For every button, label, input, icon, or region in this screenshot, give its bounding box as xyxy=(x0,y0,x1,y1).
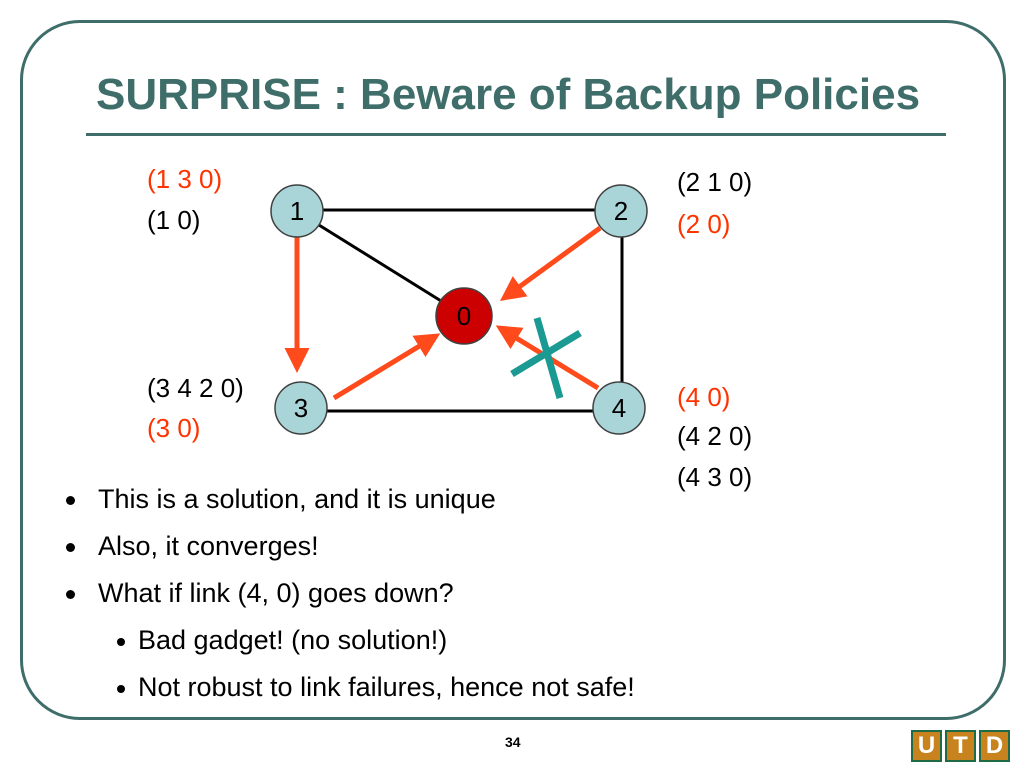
node-2: 2 xyxy=(594,184,648,238)
node1-backup-path: (1 0) xyxy=(147,205,201,235)
node4-other-path-1: (4 2 0) xyxy=(677,421,753,451)
slide-frame xyxy=(20,20,1006,720)
page-number: 34 xyxy=(505,734,521,750)
logo-letter-d: D xyxy=(979,730,1010,762)
bullet-dot-icon xyxy=(66,543,75,552)
node-3-label: 3 xyxy=(294,393,308,423)
bullet-item: Also, it converges! xyxy=(60,531,635,561)
bullet-dot-icon xyxy=(66,496,75,505)
bullet-dot-icon xyxy=(66,590,75,599)
node-1-label: 1 xyxy=(290,196,304,226)
bullet-item: What if link (4, 0) goes down? xyxy=(60,578,635,608)
node-4: 4 xyxy=(592,381,646,435)
logo-letter-u: U xyxy=(911,730,942,762)
node-0-label: 0 xyxy=(457,301,471,331)
sub-bullet-item: Bad gadget! (no solution!) xyxy=(60,625,635,655)
node-4-label: 4 xyxy=(612,393,626,423)
bullet-item: This is a solution, and it is unique xyxy=(60,484,635,514)
bullet-text: Also, it converges! xyxy=(98,531,319,561)
node-0-destination: 0 xyxy=(435,287,493,345)
bullet-text: This is a solution, and it is unique xyxy=(98,484,496,514)
node4-preferred-path: (4 0) xyxy=(677,382,731,412)
node1-preferred-path: (1 3 0) xyxy=(147,164,223,194)
node2-other-path: (2 1 0) xyxy=(677,167,753,197)
title-underline xyxy=(86,133,946,136)
sub-bullet-text: Not robust to link failures, hence not s… xyxy=(138,672,635,702)
node-2-label: 2 xyxy=(614,196,628,226)
bullet-text: What if link (4, 0) goes down? xyxy=(98,578,454,608)
node3-preferred-path: (3 0) xyxy=(147,413,201,443)
node3-other-path: (3 4 2 0) xyxy=(147,373,244,403)
link-1-0 xyxy=(297,210,463,316)
slide-title: SURPRISE : Beware of Backup Policies xyxy=(96,70,921,119)
link-failure-cross-icon xyxy=(510,317,582,399)
arrow-2-to-0 xyxy=(499,225,602,301)
utd-logo: U T D xyxy=(911,730,1010,762)
logo-letter-t: T xyxy=(945,730,976,762)
node-1: 1 xyxy=(270,184,324,238)
bullet-dot-icon xyxy=(117,685,125,693)
bullet-dot-icon xyxy=(117,638,125,646)
bullet-list: This is a solution, and it is unique Als… xyxy=(60,484,635,719)
sub-bullet-text: Bad gadget! (no solution!) xyxy=(138,625,448,655)
node2-preferred-path: (2 0) xyxy=(677,209,731,239)
node4-other-path-2: (4 3 0) xyxy=(677,462,753,492)
arrow-3-to-0 xyxy=(332,333,441,401)
node-3: 3 xyxy=(274,381,328,435)
sub-bullet-item: Not robust to link failures, hence not s… xyxy=(60,672,635,702)
